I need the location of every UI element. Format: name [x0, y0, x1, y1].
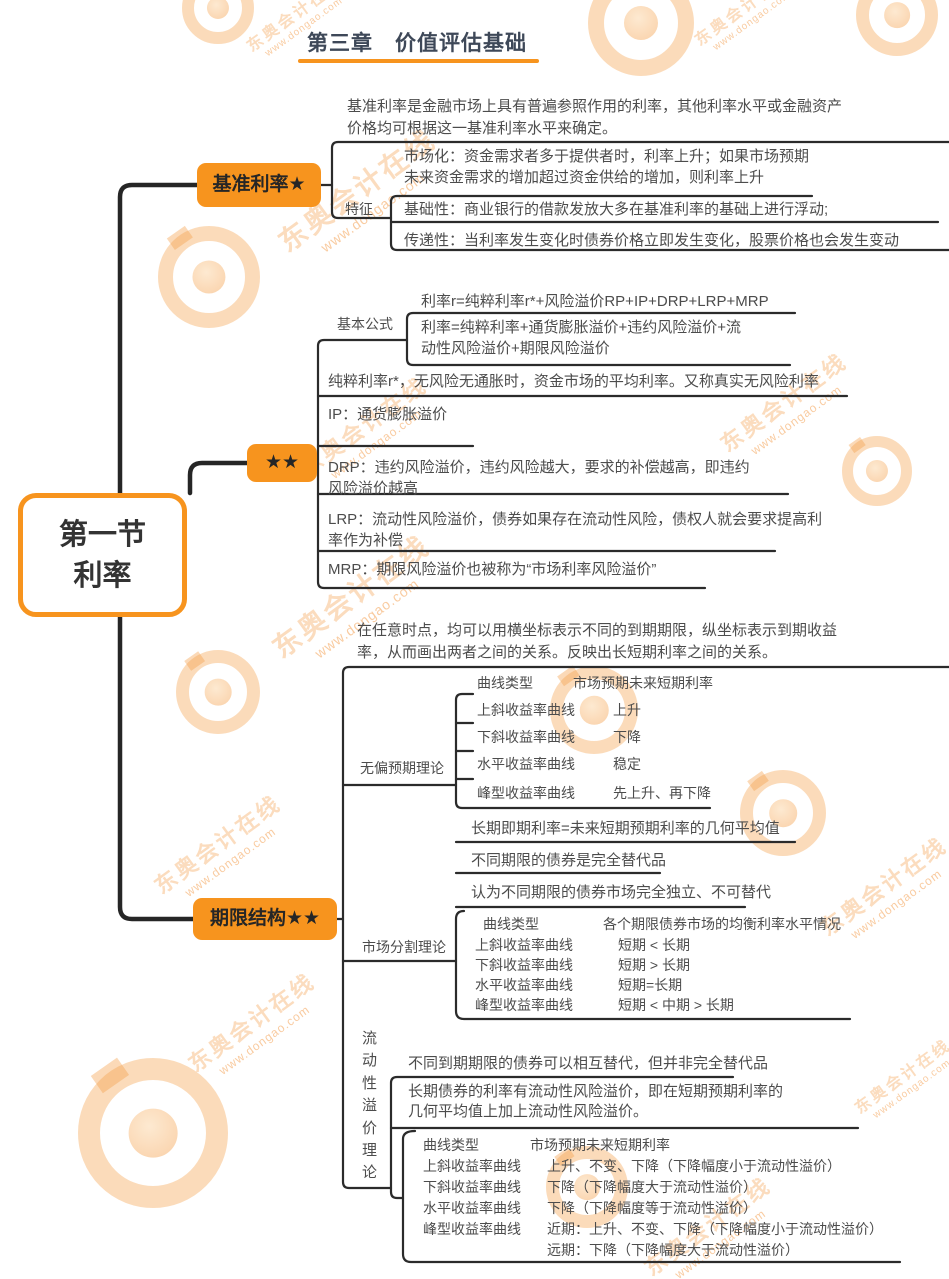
- liquidity-note-1: 不同到期期限的债券可以相互替代，但并非完全替代品: [408, 1055, 769, 1072]
- cell-expectation: 近期：上升、不变、下降（下降幅度小于流动性溢价）: [547, 1221, 883, 1237]
- cell-curve-type: 下斜收益率曲线: [423, 1179, 521, 1195]
- unbiased-table-row: 下斜收益率曲线 下降: [477, 729, 641, 746]
- node-formula-stars[interactable]: ★★: [247, 444, 317, 482]
- cell-curve-type: 上斜收益率曲线: [475, 937, 573, 953]
- cell-equilibrium: 各个期限债券市场的均衡利率水平情况: [603, 916, 841, 932]
- cell-expectation: 下降: [613, 729, 641, 745]
- liquidity-table-row: 上斜收益率曲线 上升、不变、下降（下降幅度小于流动性溢价）: [423, 1158, 841, 1175]
- unbiased-theory-label: 无偏预期理论: [360, 760, 444, 776]
- cell-expectation: 先上升、再下降: [613, 785, 711, 801]
- liquidity-table-header: 曲线类型 市场预期未来短期利率: [423, 1137, 670, 1154]
- cell-expectation: 稳定: [613, 756, 641, 772]
- cell-expectation: 下降（下降幅度等于流动性溢价）: [547, 1200, 757, 1216]
- ip-item: IP：通货膨胀溢价: [328, 406, 448, 423]
- cell-curve-type: 上斜收益率曲线: [423, 1158, 521, 1174]
- formula-1: 利率r=纯粹利率r*+风险溢价RP+IP+DRP+LRP+MRP: [421, 293, 769, 310]
- benchmark-definition-text: 基准利率是金融市场上具有普遍参照作用的利率，其他利率水平或金融资产 价格均可根据…: [347, 98, 843, 137]
- liquidity-table-row: 远期：下降（下降幅度大于流动性溢价）: [423, 1242, 799, 1259]
- cell-equilibrium: 短期 < 中期 > 长期: [618, 997, 734, 1013]
- cell-equilibrium: 短期=长期: [618, 977, 683, 993]
- liquidity-table-row: 峰型收益率曲线 近期：上升、不变、下降（下降幅度小于流动性溢价）: [423, 1221, 883, 1238]
- cell-curve-type: 水平收益率曲线: [477, 756, 575, 772]
- cell-expectation: 上升: [613, 702, 641, 718]
- cell-expectation: 市场预期未来短期利率: [530, 1137, 670, 1153]
- segmented-table-row: 下斜收益率曲线 短期 > 长期: [475, 957, 690, 974]
- cell-expectation: 下降（下降幅度大于流动性溢价）: [547, 1179, 757, 1195]
- feature-transmit-item: 传递性：当利率发生变化时债券价格立即发生变化，股票价格也会发生变动: [404, 232, 900, 249]
- brand-logo-icon: [842, 436, 912, 506]
- cell-equilibrium: 短期 < 长期: [618, 937, 690, 953]
- cell-equilibrium: 短期 > 长期: [618, 957, 690, 973]
- unbiased-table-row: 水平收益率曲线 稳定: [477, 756, 641, 773]
- substitute-item: 不同期限的债券是完全替代品: [471, 852, 667, 869]
- unbiased-table-row: 峰型收益率曲线 先上升、再下降: [477, 785, 711, 802]
- cell-expectation: 市场预期未来短期利率: [573, 675, 713, 691]
- pure-rate-item: 纯粹利率r*，无风险无通胀时，资金市场的平均利率。又称真实无风险利率: [328, 373, 819, 390]
- unbiased-table-row: 上斜收益率曲线 上升: [477, 702, 641, 719]
- mrp-item: MRP：期限风险溢价也被称为“市场利率风险溢价”: [328, 561, 657, 578]
- title-underline: [298, 59, 539, 63]
- liquidity-table-row: 下斜收益率曲线 下降（下降幅度大于流动性溢价）: [423, 1179, 757, 1196]
- cell-curve-type: 峰型收益率曲线: [477, 785, 575, 801]
- liquidity-theory-label: 流动性溢价理论: [362, 1030, 378, 1182]
- formula-label: 基本公式: [337, 316, 393, 332]
- segmented-theory-label: 市场分割理论: [362, 939, 446, 955]
- lrp-item: LRP：流动性风险溢价，债券如果存在流动性风险，债权人就会要求提高利 率作为补偿: [328, 511, 823, 549]
- cell-curve-type: 下斜收益率曲线: [477, 729, 575, 745]
- segmented-table-row: 水平收益率曲线 短期=长期: [475, 977, 682, 994]
- cell-curve-type: 曲线类型: [483, 916, 539, 932]
- feature-market-item: 市场化：资金需求者多于提供者时，利率上升；如果市场预期 未来资金需求的增加超过资…: [404, 148, 810, 186]
- drp-item: DRP：违约风险溢价，违约风险越大，要求的补偿越高，即违约 风险溢价越高: [328, 459, 750, 497]
- node-term-structure[interactable]: 期限结构★★: [193, 898, 337, 940]
- cell-curve-type: 曲线类型: [477, 675, 533, 691]
- feature-label: 特征: [345, 201, 373, 217]
- liquidity-table-row: 水平收益率曲线 下降（下降幅度等于流动性溢价）: [423, 1200, 757, 1217]
- cell-curve-type: 曲线类型: [423, 1137, 479, 1153]
- cell-curve-type: 下斜收益率曲线: [475, 957, 573, 973]
- segmented-table-row: 峰型收益率曲线 短期 < 中期 > 长期: [475, 997, 734, 1014]
- cell-expectation: 上升、不变、下降（下降幅度小于流动性溢价）: [547, 1158, 841, 1174]
- segmented-note: 认为不同期限的债券市场完全独立、不可替代: [471, 884, 772, 901]
- term-intro-text: 在任意时点，均可以用横坐标表示不同的到期期限，纵坐标表示到期收益 率，从而画出两…: [357, 622, 838, 661]
- segmented-table-row: 上斜收益率曲线 短期 < 长期: [475, 937, 690, 954]
- cell-curve-type: 水平收益率曲线: [475, 977, 573, 993]
- segmented-table-header: 曲线类型 各个期限债券市场的均衡利率水平情况: [483, 916, 841, 933]
- cell-curve-type: 峰型收益率曲线: [423, 1221, 521, 1237]
- liquidity-note-2: 长期债券的利率有流动性风险溢价，即在短期预期利率的 几何平均值上加上流动性风险溢…: [408, 1083, 784, 1120]
- formula-2: 利率=纯粹利率+通货膨胀溢价+违约风险溢价+流 动性风险溢价+期限风险溢价: [421, 319, 742, 357]
- cell-expectation: 远期：下降（下降幅度大于流动性溢价）: [547, 1242, 799, 1258]
- feature-basic-item: 基础性：商业银行的借款发放大多在基准利率的基础上进行浮动;: [404, 201, 829, 218]
- cell-curve-type: 峰型收益率曲线: [475, 997, 573, 1013]
- chapter-title: 第三章 价值评估基础: [307, 32, 527, 55]
- root-node-section[interactable]: 第一节 利率: [18, 493, 187, 617]
- node-benchmark-rate[interactable]: 基准利率★: [197, 163, 321, 207]
- long-spot-rate-item: 长期即期利率=未来短期预期利率的几何平均值: [471, 820, 780, 837]
- cell-curve-type: 水平收益率曲线: [423, 1200, 521, 1216]
- cell-curve-type: 上斜收益率曲线: [477, 702, 575, 718]
- unbiased-table-header: 曲线类型 市场预期未来短期利率: [477, 675, 713, 692]
